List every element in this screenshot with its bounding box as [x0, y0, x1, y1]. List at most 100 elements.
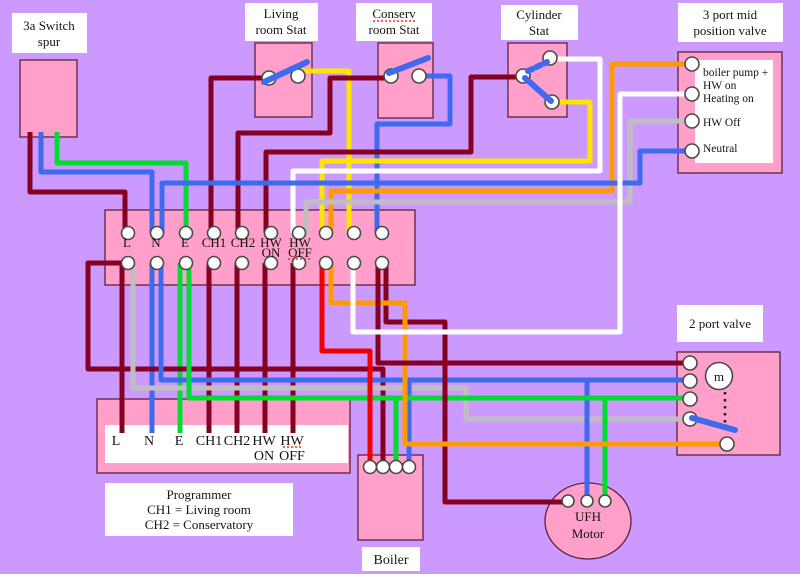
strip-terminal-bot-8	[318, 255, 334, 271]
strip-terminal-top-9	[346, 225, 362, 241]
strip-terminal-bot-hwon	[263, 255, 279, 271]
wire-col9-to-valve3-heating	[350, 91, 692, 335]
cylinder-stat-lever-dashed	[525, 59, 550, 74]
valve2-terminal-2	[682, 373, 698, 389]
valve3-terminal-boilerpump	[684, 56, 700, 72]
wire-col8-to-valve2-orange	[328, 263, 727, 447]
boiler-label: Boiler	[374, 553, 409, 568]
switch-spur-box	[19, 59, 78, 138]
strip-label-hw1: HW	[260, 235, 282, 250]
terminal-strip-box	[104, 209, 416, 286]
valve3-terminal-heating	[684, 86, 700, 102]
wire-neutral-run	[158, 263, 690, 383]
strip-label-n: N	[151, 235, 161, 250]
ufh-terminal-3	[598, 494, 612, 508]
valve3-terminal-label-hwoff: HW Off	[703, 117, 741, 129]
living-stat-label-box	[245, 3, 318, 41]
strip-label-hw2: HW	[289, 235, 311, 250]
ufh-terminal-2	[580, 494, 594, 508]
strip-label-ch2: CH2	[231, 235, 256, 250]
strip-terminal-top-ch2	[234, 225, 250, 241]
strip-terminal-top-hwon	[263, 225, 279, 241]
programmer-info-line2: CH1 = Living room	[147, 502, 251, 517]
programmer-label-ch2: CH2	[224, 434, 250, 449]
cylinder-stat-lever	[522, 75, 554, 104]
living-stat-label-line2: room Stat	[256, 22, 307, 37]
valve3-terminal-neutral	[684, 143, 700, 159]
strip-terminal-bot-hwoff	[291, 255, 307, 271]
valve2-label-box	[677, 305, 763, 342]
valve3-terminal-hwoff	[684, 113, 700, 129]
wire-spur-earth-to-strip	[54, 132, 189, 233]
programmer-label-on: ON	[254, 449, 274, 464]
valve2-terminal-bottom	[719, 436, 735, 452]
programmer-info-line3: CH2 = Conservatory	[145, 517, 254, 532]
switch-spur-label-box	[12, 13, 87, 53]
valve3-label-line2: position valve	[693, 23, 767, 38]
valve3-inner-panel	[695, 60, 773, 163]
programmer-label-e: E	[175, 434, 184, 449]
programmer-label-hw2: HW	[280, 434, 304, 449]
strip-label-ch1: CH1	[202, 235, 227, 250]
valve2-label: 2 port valve	[689, 316, 751, 331]
wire-cylinder-stat-to-hwon	[263, 74, 520, 233]
strip-terminal-top-l	[120, 225, 136, 241]
conserv-stat-label-box	[356, 3, 432, 41]
strip-label-l: L	[123, 235, 131, 250]
programmer-strip	[105, 425, 348, 463]
valve3-terminal-label-heating: Heating on	[703, 93, 754, 105]
boiler-label-box	[362, 547, 420, 571]
wire-spur-live-to-strip	[27, 132, 128, 233]
programmer-label-n: N	[144, 434, 154, 449]
valve3-terminal-label-neutral: Neutral	[703, 143, 737, 155]
conserv-stat-lever	[386, 55, 431, 76]
wire-conserv-stat-to-ch2	[235, 75, 388, 233]
strip-terminal-top-e	[178, 225, 194, 241]
programmer-info-line1: Programmer	[167, 487, 233, 502]
ufh-label-line1: UFH	[575, 509, 601, 524]
wire-l-to-valve2-switch	[130, 263, 690, 422]
wire-valve3-neutral-to-strip	[159, 148, 692, 233]
strip-terminal-top-ch1	[206, 225, 222, 241]
valve3-terminal-label-boilerpump: boiler pump +	[703, 67, 768, 79]
conserv-stat-terminal-right	[411, 68, 427, 84]
strip-terminal-bot-ch2	[234, 255, 250, 271]
boiler-terminal-4	[401, 459, 417, 475]
living-stat-lever	[261, 59, 310, 85]
strip-terminal-bot-e	[178, 255, 194, 271]
strip-terminal-top-10	[374, 225, 390, 241]
switch-spur-label-line2: spur	[38, 34, 61, 49]
strip-terminal-bot-9	[346, 255, 362, 271]
boiler-terminal-2	[375, 459, 391, 475]
programmer-info-box	[105, 483, 293, 536]
strip-terminal-bot-10	[374, 255, 390, 271]
living-stat-label-line1: Living	[264, 6, 299, 21]
programmer-label-l: L	[112, 434, 121, 449]
cylinder-stat-label-line1: Cylinder	[516, 7, 562, 22]
ufh-label-line2: Motor	[572, 526, 605, 541]
wire-living-stat-to-col9	[300, 68, 352, 233]
strip-terminal-top-hwoff	[291, 225, 307, 241]
strip-label-e: E	[181, 235, 189, 250]
wire-spur-neutral-to-strip	[38, 132, 155, 233]
wire-l-loop-to-boiler	[85, 260, 386, 467]
programmer-label-hw1: HW	[252, 434, 276, 449]
cylinder-stat-label-box	[501, 5, 578, 40]
boiler-terminal-1	[362, 459, 378, 475]
wire-col10-to-valve2-live	[375, 263, 690, 366]
programmer-label-ch1: CH1	[196, 434, 222, 449]
wire-valve3-boilerpump-to-col8	[328, 61, 692, 233]
valve3-terminal-label-hwon: HW on	[703, 80, 737, 92]
wire-valve3-hwoff-to-strip	[303, 118, 692, 233]
strip-label-on: ON	[262, 245, 281, 260]
cylinder-stat-label-line2: Stat	[529, 23, 550, 38]
switch-spur-label-line1: 3a Switch	[23, 18, 75, 33]
valve2-terminal-1	[682, 355, 698, 371]
conserv-stat-label-line1: Conserv	[372, 6, 416, 21]
valve2-lever	[689, 415, 738, 433]
strip-terminal-top-n	[149, 225, 165, 241]
valve2-motor-label: m	[714, 369, 724, 384]
strip-terminal-bot-n	[149, 255, 165, 271]
programmer-label-off: OFF	[279, 449, 305, 464]
